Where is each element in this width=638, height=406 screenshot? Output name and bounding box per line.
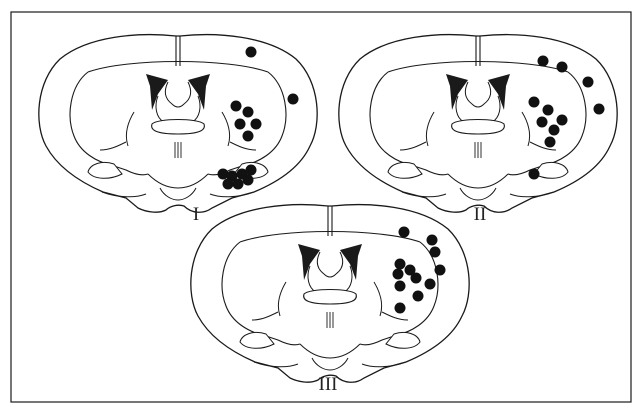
brain-section-outline — [191, 205, 469, 383]
panel-1: I — [39, 35, 317, 225]
panel-label: II — [474, 204, 487, 225]
brain-section-outline — [39, 35, 317, 213]
brain-section-outline — [339, 35, 617, 213]
panel-label: III — [319, 374, 338, 395]
panel-label: I — [193, 204, 199, 225]
panel-2: II — [339, 35, 617, 225]
panel-3: III — [191, 205, 469, 395]
